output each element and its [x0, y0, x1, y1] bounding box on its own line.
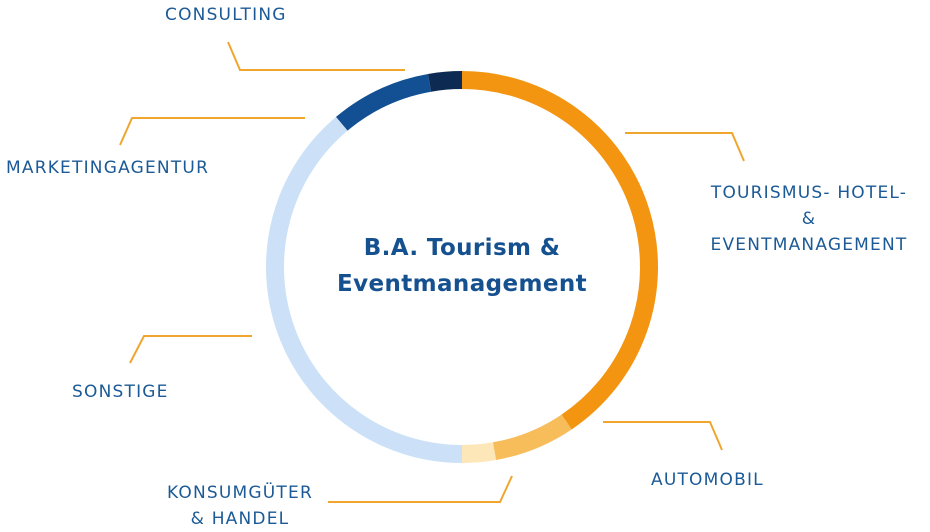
- leader-line-sonstige: [129, 335, 252, 364]
- label-marketingagentur: MARKETINGAGENTUR: [6, 158, 210, 178]
- label-konsumgueter-line-1: KONSUMGÜTER: [167, 483, 313, 503]
- center-title: B.A. Tourism & Eventmanagement: [312, 230, 612, 302]
- label-konsumgueter: KONSUMGÜTER & HANDEL: [140, 480, 340, 532]
- segment-automobil-arc: [492, 414, 572, 461]
- segment-tourism-arc: [461, 71, 658, 430]
- leader-line-automobil: [603, 421, 723, 451]
- label-konsumgueter-line-2: & HANDEL: [190, 509, 290, 529]
- leader-line-marketingagentur: [119, 117, 305, 146]
- leader-line-tourism: [625, 132, 745, 162]
- label-tourism-line-3: EVENTMANAGEMENT: [710, 235, 908, 255]
- label-sonstige: SONSTIGE: [72, 382, 169, 402]
- center-title-line-2: Eventmanagement: [336, 271, 588, 297]
- leader-line-consulting: [227, 41, 405, 71]
- label-tourism-line-2: &: [801, 209, 817, 229]
- segment-konsumgueter-arc: [461, 442, 497, 463]
- label-tourism: TOURISMUS- HOTEL- & EVENTMANAGEMENT: [696, 180, 922, 258]
- leader-line-konsumgueter: [328, 475, 513, 503]
- label-consulting: CONSULTING: [165, 5, 287, 25]
- segment-marketingagentur-arc: [336, 73, 432, 131]
- center-title-line-1: B.A. Tourism &: [363, 235, 561, 261]
- label-tourism-line-1: TOURISMUS- HOTEL-: [710, 183, 908, 203]
- segment-consulting-arc: [427, 71, 463, 92]
- segment-sonstige-arc: [266, 116, 463, 463]
- label-automobil: AUTOMOBIL: [651, 470, 764, 490]
